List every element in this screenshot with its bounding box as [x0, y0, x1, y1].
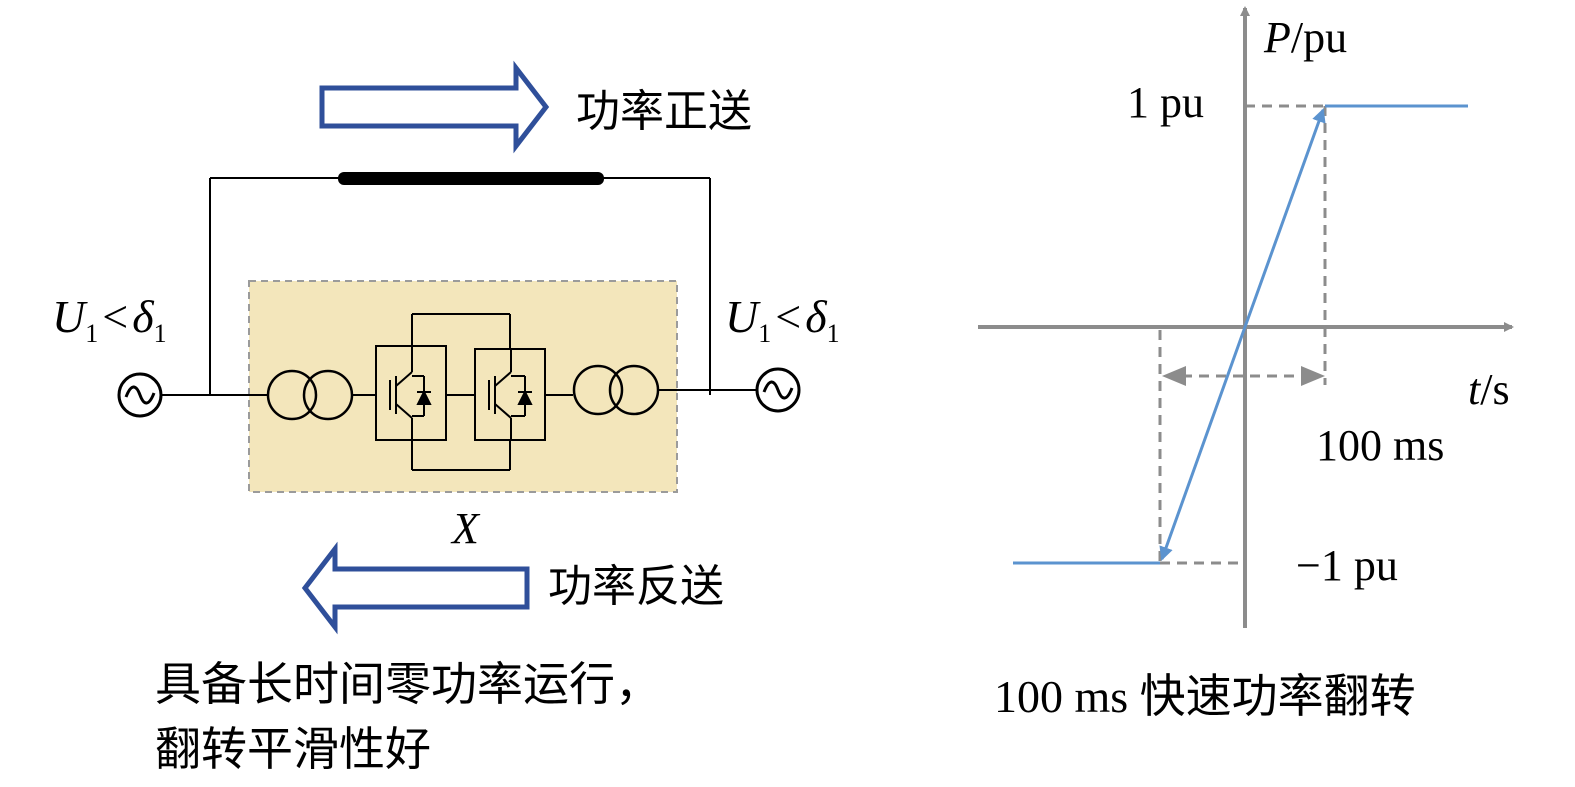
power-trace [1013, 104, 1468, 565]
right-transformer-icon [572, 364, 660, 416]
right-source-label: U1<δ1 [725, 291, 840, 348]
interval-label: 100 ms [1316, 421, 1444, 470]
right-ac-source-icon [755, 367, 801, 413]
top-level-label: 1 pu [1127, 78, 1204, 127]
trace-rise-arrow [1243, 108, 1326, 328]
guide-lines [1158, 104, 1327, 565]
left-ac-source-icon [117, 372, 163, 418]
forward-power-arrow [319, 60, 550, 154]
power-reversal-plot: P/pu t/s 1 pu −1 pu 100 ms 100 ms 快速功率翻转 [978, 6, 1514, 722]
interval-arrow [1162, 366, 1325, 386]
left-caption-line1: 具备长时间零功率运行， [155, 657, 661, 711]
left-circuit-panel: 功率正送 [52, 60, 840, 776]
line-impedance [338, 172, 604, 185]
reactance-label: X [450, 504, 481, 553]
right-caption: 100 ms 快速功率翻转 [994, 671, 1416, 722]
bottom-level-label: −1 pu [1296, 541, 1398, 590]
forward-power-label: 功率正送 [576, 86, 752, 137]
left-transformer-icon [266, 369, 354, 421]
left-igbt-converter-icon [375, 345, 447, 441]
converter-enclosure [248, 280, 678, 493]
reverse-power-label: 功率反送 [548, 561, 724, 612]
converter-bus [161, 313, 757, 471]
trace-fall-arrow [1159, 326, 1247, 561]
ac-line [209, 177, 711, 395]
y-axis-label: P/pu [1263, 13, 1347, 62]
reverse-power-arrow [301, 541, 530, 635]
x-axis-label: t/s [1468, 365, 1510, 414]
right-igbt-converter-icon [474, 348, 546, 441]
left-source-label: U1<δ1 [52, 291, 167, 348]
left-caption-line2: 翻转平滑性好 [155, 722, 431, 776]
